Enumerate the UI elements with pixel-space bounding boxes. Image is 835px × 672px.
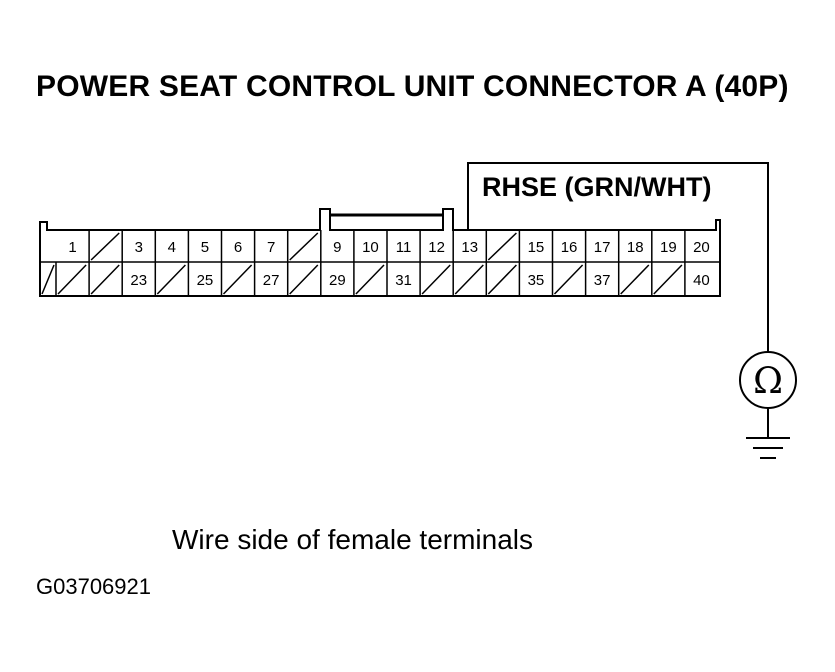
empty-terminal-slash: [421, 264, 451, 295]
terminal-5: 5: [201, 239, 209, 256]
empty-terminal-slash: [90, 232, 120, 261]
empty-terminal-slash: [57, 264, 87, 295]
empty-terminal-slash: [553, 264, 584, 295]
terminal-1: 1: [68, 239, 76, 256]
figure-id: G03706921: [36, 574, 151, 599]
terminal-6: 6: [234, 239, 242, 256]
empty-terminal-slash: [41, 264, 55, 295]
empty-terminal-slash: [454, 264, 484, 295]
terminal-18: 18: [627, 239, 644, 256]
probe-wire: [467, 162, 769, 352]
terminal-19: 19: [660, 239, 677, 256]
ground-icon: [746, 437, 790, 459]
diagram-title: POWER SEAT CONTROL UNIT CONNECTOR A (40P…: [36, 70, 789, 103]
terminal-29: 29: [329, 272, 346, 289]
terminal-15: 15: [528, 239, 545, 256]
connector-outline: [39, 208, 721, 297]
terminal-40: 40: [693, 272, 710, 289]
empty-terminal-slash: [653, 264, 683, 295]
empty-terminal-slash: [289, 232, 319, 261]
ohmmeter-icon: Ω: [739, 351, 797, 409]
empty-terminal-slash: [355, 264, 385, 295]
empty-terminal-slash: [289, 264, 319, 295]
empty-terminal-slash: [156, 264, 186, 295]
terminal-27: 27: [263, 272, 280, 289]
terminal-7: 7: [267, 239, 275, 256]
terminal-16: 16: [561, 239, 578, 256]
terminal-3: 3: [135, 239, 143, 256]
terminal-37: 37: [594, 272, 611, 289]
terminal-17: 17: [594, 239, 611, 256]
terminal-20: 20: [693, 239, 710, 256]
terminal-13: 13: [461, 239, 478, 256]
empty-terminal-slash: [487, 232, 517, 261]
terminal-10: 10: [362, 239, 379, 256]
terminal-35: 35: [528, 272, 545, 289]
empty-terminal-slash: [90, 264, 120, 295]
terminal-31: 31: [395, 272, 412, 289]
empty-terminal-slash: [487, 264, 517, 295]
terminal-4: 4: [168, 239, 176, 256]
caption: Wire side of female terminals: [172, 524, 534, 555]
terminal-25: 25: [197, 272, 214, 289]
terminal-9: 9: [333, 239, 341, 256]
empty-terminal-slash: [222, 264, 253, 295]
terminal-11: 11: [396, 239, 412, 256]
ohm-symbol: Ω: [753, 361, 783, 402]
terminal-12: 12: [428, 239, 445, 256]
terminal-23: 23: [130, 272, 147, 289]
wire-label: RHSE (GRN/WHT): [482, 172, 711, 202]
empty-terminal-slash: [620, 264, 650, 295]
